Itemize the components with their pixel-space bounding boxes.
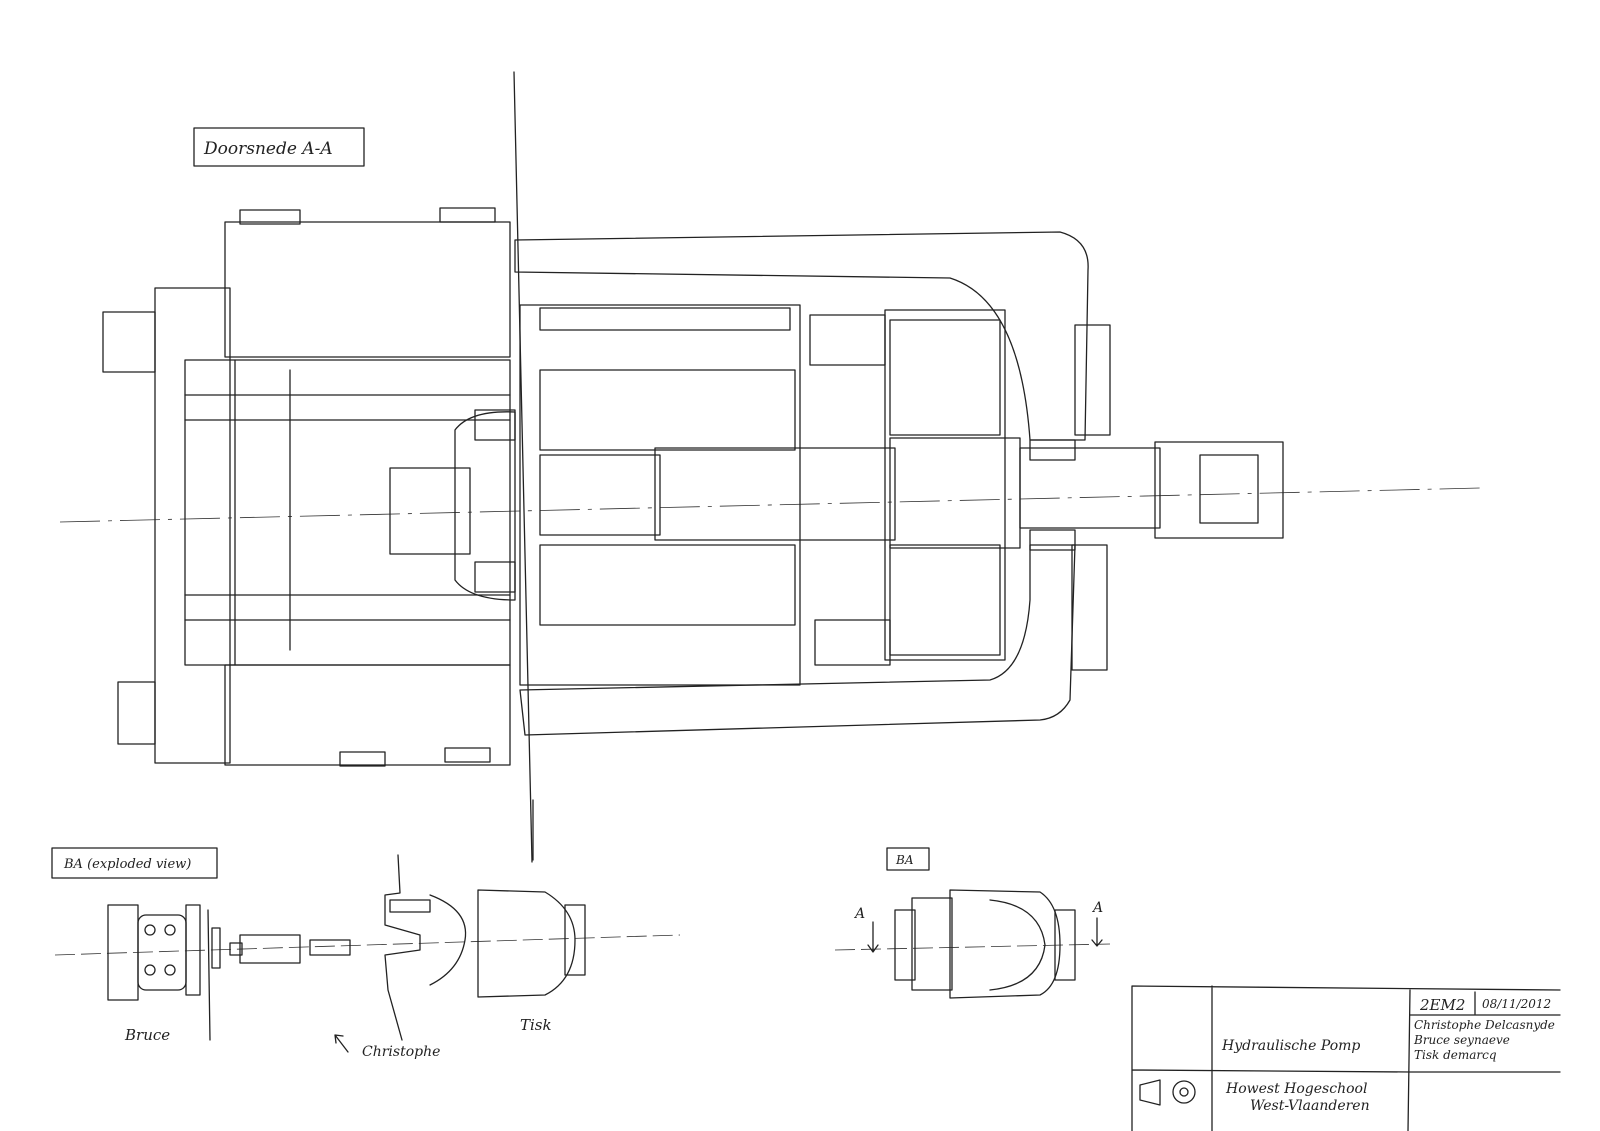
- section-label: Doorsnede A-A: [203, 139, 333, 159]
- assembly-label: BA: [895, 853, 914, 867]
- right-housing: [514, 231, 1111, 736]
- exploded-view: BA (exploded view) Bruce Christophe Tisk: [51, 799, 681, 1060]
- left-housing: [102, 207, 516, 767]
- label-tisk: Tisk: [520, 1016, 552, 1034]
- horizontal-centerline: [59, 487, 1481, 523]
- shaft: [539, 437, 1284, 551]
- assembly-view: BA A A: [834, 847, 1111, 999]
- title-block: 2EM2 08/11/2012 Hydraulische Pomp Christ…: [1131, 985, 1561, 1131]
- school-line-2: West-Vlaanderen: [1250, 1098, 1370, 1114]
- author-3: Tisk demarcq: [1414, 1048, 1497, 1062]
- vertical-section-line: [513, 71, 533, 863]
- drawing-code: 2EM2: [1419, 996, 1465, 1014]
- exploded-label: BA (exploded view): [63, 857, 191, 872]
- label-bruce: Bruce: [124, 1026, 170, 1044]
- section-label-box: Doorsnede A-A: [193, 127, 365, 167]
- school-line-1: Howest Hogeschool: [1225, 1081, 1367, 1097]
- drawing-date: 08/11/2012: [1482, 997, 1551, 1011]
- author-2: Bruce seynaeve: [1413, 1033, 1510, 1047]
- label-christophe: Christophe: [362, 1044, 440, 1060]
- author-1: Christophe Delcasnyde: [1414, 1018, 1555, 1032]
- section-mark-left: A: [853, 906, 865, 922]
- section-mark-right: A: [1091, 900, 1103, 916]
- drawing-title: Hydraulische Pomp: [1221, 1038, 1360, 1054]
- projection-symbol-icon: [1139, 1079, 1196, 1106]
